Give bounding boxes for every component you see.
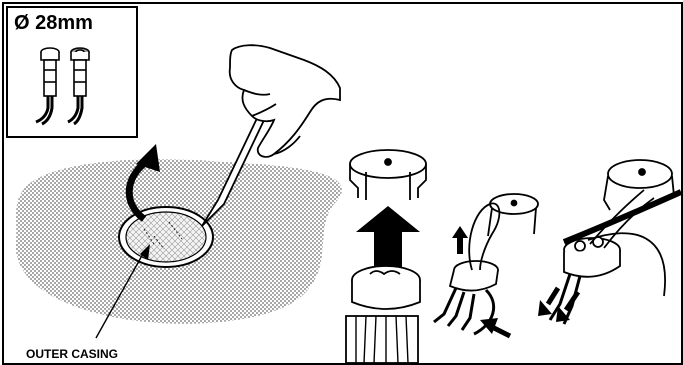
holder-with-cable [550,160,681,324]
lamp-holder-icon [36,48,59,124]
ceiling-hole [119,207,213,267]
arrow-up-icon [452,226,468,254]
arrow-up-icon [356,206,420,268]
outer-casing-label: OUTER CASING [26,347,118,361]
size-callout-box: Ø 28mm [6,6,138,138]
lamp-holders-illustration [8,8,136,136]
lamp-holder-icon [68,48,89,124]
holder-with-wires [434,194,538,334]
lamp-holder-base [346,266,420,363]
holder-cap-top [350,150,426,200]
